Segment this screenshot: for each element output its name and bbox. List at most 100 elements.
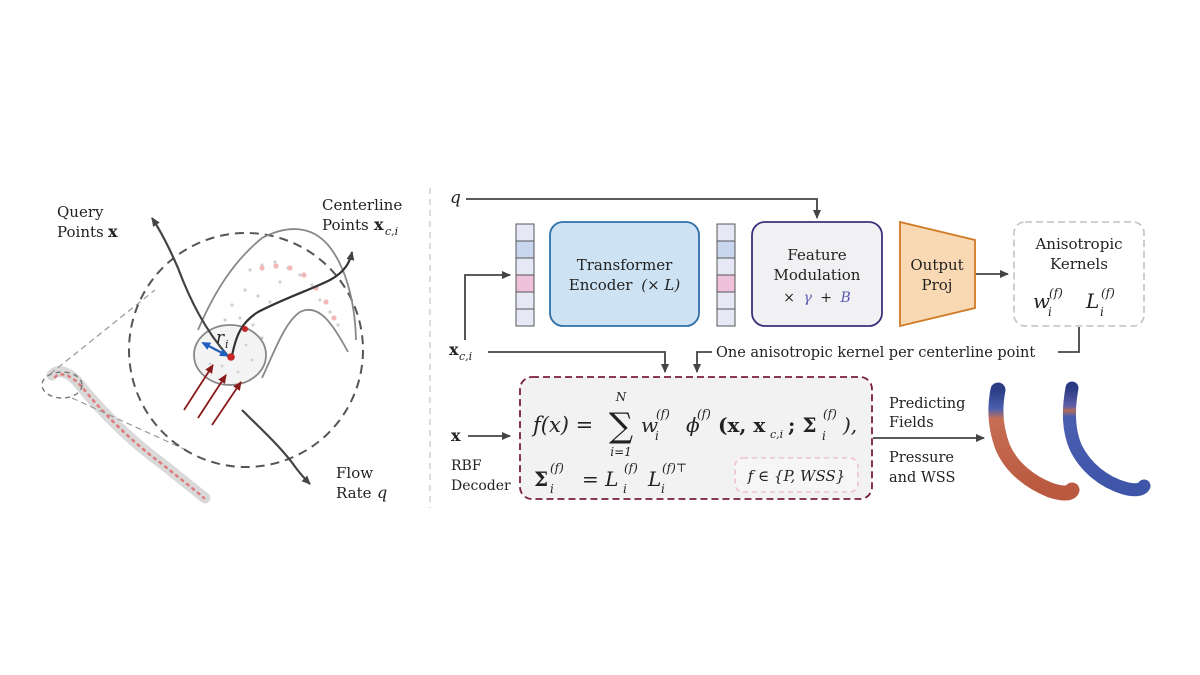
flow-rate-arrow bbox=[241, 409, 311, 485]
eq1-w-sub: i bbox=[655, 429, 659, 443]
eq2-sigma-sup: (f) bbox=[550, 461, 564, 475]
eq1-lhs: f(x) = bbox=[531, 413, 593, 437]
query-points-label-2: Points bbox=[57, 223, 104, 241]
kernels-w-sup: (f) bbox=[1049, 286, 1063, 300]
centerline-point-marker bbox=[227, 353, 235, 361]
eq1-w: w bbox=[641, 413, 658, 437]
vessel-illustration-panel: Query Points x Centerline Points x c,i r… bbox=[41, 196, 402, 504]
inflow-arrow-2 bbox=[197, 374, 227, 419]
feature-mod-times: × bbox=[783, 290, 795, 306]
xci-to-decoder-arrow bbox=[488, 351, 669, 373]
radius-symbol: r bbox=[216, 328, 225, 348]
eq2-L2: L bbox=[647, 467, 661, 491]
kernels-label-1: Anisotropic bbox=[1034, 235, 1122, 253]
eq2-sigma: Σ bbox=[534, 467, 548, 491]
inflow-arrow-1 bbox=[183, 364, 214, 411]
feature-mod-formula: × γ + B bbox=[783, 290, 851, 306]
wss-field-vessel bbox=[1062, 381, 1151, 497]
query-points-symbol: x bbox=[108, 222, 118, 241]
transformer-encoder-block bbox=[549, 221, 700, 327]
feature-mod-plus: + bbox=[820, 290, 832, 306]
transformer-label-1: Transformer bbox=[577, 256, 673, 274]
eq1-phi-sup: (f) bbox=[697, 407, 711, 421]
output-proj-label-2: Proj bbox=[922, 276, 953, 294]
rbf-label-1: RBF bbox=[451, 458, 482, 474]
vessel-wall-lower bbox=[261, 309, 349, 379]
kernels-w: w bbox=[1033, 289, 1050, 313]
feature-mod-B: B bbox=[839, 290, 850, 306]
eq2-L1-sub: i bbox=[623, 482, 627, 496]
xci-input-symbol: x bbox=[449, 340, 459, 359]
output-projection-block bbox=[899, 220, 976, 328]
query-points-label-1: Query bbox=[57, 203, 104, 221]
centerline-symbol: x bbox=[374, 215, 384, 234]
kernels-label-2: Kernels bbox=[1050, 255, 1108, 273]
eq1-sum-bottom: i=1 bbox=[610, 445, 632, 459]
membership-text: f ∈ {P, WSS} bbox=[747, 467, 846, 485]
eq1-sum-sign: ∑ bbox=[609, 406, 633, 446]
x-input-label: x bbox=[451, 426, 461, 445]
centerline-label-2: Points bbox=[322, 216, 369, 234]
pressure-label-2: and WSS bbox=[889, 470, 955, 486]
pressure-field-vessel bbox=[988, 382, 1080, 501]
eq1-args-sub: c,i bbox=[770, 428, 783, 441]
eq2-rhs: = L bbox=[582, 467, 618, 491]
flow-rate-label-2: Rate bbox=[336, 484, 372, 502]
transformer-repeat: (× L) bbox=[641, 276, 680, 294]
interior-points bbox=[223, 260, 340, 340]
eq2-sigma-sub: i bbox=[550, 482, 554, 496]
zoom-source-ellipse bbox=[41, 371, 83, 399]
zoom-circle bbox=[128, 232, 364, 468]
token-column-input bbox=[515, 223, 535, 327]
flow-rate-symbol: q bbox=[377, 483, 387, 502]
kernels-L-sup: (f) bbox=[1101, 286, 1115, 300]
kernels-L: L bbox=[1085, 289, 1099, 313]
query-points-arrow bbox=[151, 217, 229, 357]
kernels-to-decoder-arrow bbox=[1058, 327, 1080, 353]
centerline-label-1: Centerline bbox=[322, 196, 402, 214]
vessel-thumbnail-centerline bbox=[53, 373, 206, 500]
kernel-note: One anisotropic kernel per centerline po… bbox=[716, 345, 1035, 361]
feature-modulation-block bbox=[751, 221, 883, 327]
centerline-point-marker-2 bbox=[242, 326, 248, 332]
feature-mod-gamma: γ bbox=[803, 290, 812, 306]
anisotropic-kernels-block bbox=[1013, 221, 1145, 327]
eq1-sum-top: N bbox=[615, 390, 627, 404]
pressure-label-1: Pressure bbox=[889, 450, 954, 466]
radius-subscript: i bbox=[225, 338, 229, 351]
eq1-w-sup: (f) bbox=[656, 407, 670, 421]
flow-rate-label-1: Flow bbox=[336, 464, 373, 482]
q-input-arrow bbox=[466, 198, 821, 219]
eq1-sigma-sup: (f) bbox=[823, 407, 837, 421]
eq2-L2-sub: i bbox=[661, 482, 665, 496]
membership-box bbox=[734, 457, 859, 493]
feature-mod-label-1: Feature bbox=[787, 246, 846, 264]
zoom-guide-line-top bbox=[49, 289, 156, 375]
xci-to-encoder-arrow bbox=[464, 271, 511, 340]
radius-arrow bbox=[201, 342, 229, 357]
q-input-label: q bbox=[450, 188, 461, 208]
model-architecture-panel: q x c,i Transformer Encoder (× L) bbox=[449, 188, 1151, 501]
eq1-end: ), bbox=[842, 413, 857, 437]
eq1-phi: ϕ bbox=[686, 413, 700, 437]
transformer-label-2: Encoder (× L) bbox=[569, 276, 681, 294]
centerline-points-faint bbox=[259, 263, 337, 321]
xci-input-subscript: c,i bbox=[459, 350, 472, 363]
eq1-args-tail: ; Σ bbox=[788, 413, 817, 437]
vessel-wall-upper bbox=[197, 228, 357, 341]
predicting-label-2: Fields bbox=[889, 415, 934, 431]
eq1-sigma-sub: i bbox=[822, 429, 826, 443]
centerline-arrow bbox=[230, 251, 355, 357]
centerline-subscript: c,i bbox=[385, 225, 398, 238]
kernel-note-arrow bbox=[693, 351, 712, 373]
token-column-encoded bbox=[716, 223, 736, 327]
eq1-args: (x, x bbox=[718, 413, 766, 437]
predicting-label-1: Predicting bbox=[889, 396, 965, 412]
rbf-label-2: Decoder bbox=[451, 478, 511, 494]
eq2-L2-sup: (f)⊤ bbox=[662, 461, 687, 475]
kernels-L-sub: i bbox=[1100, 305, 1104, 319]
inflow-arrow-3 bbox=[211, 381, 242, 426]
feature-mod-label-2: Modulation bbox=[774, 266, 861, 284]
output-proj-label-1: Output bbox=[910, 256, 963, 274]
